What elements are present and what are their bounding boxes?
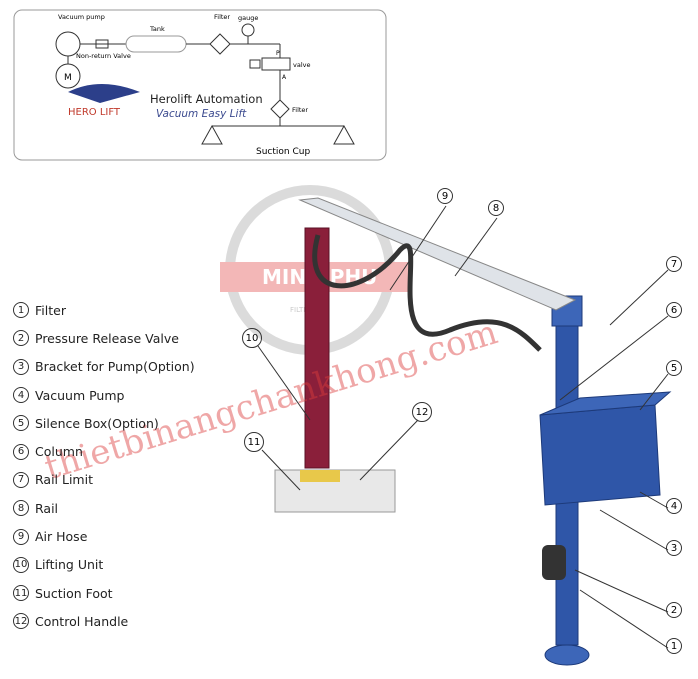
legend-item: 10 Lifting Unit	[13, 551, 195, 579]
valve-symbol	[261, 57, 291, 71]
legend: 1 Filter 2 Pressure Release Valve 3 Bracket…	[13, 296, 195, 636]
tagline: Vacuum Easy Lift	[156, 108, 247, 120]
callout-10: 10	[242, 328, 262, 348]
legend-number: 5	[13, 415, 29, 432]
label-suction-cup: Suction Cup	[256, 147, 310, 157]
callout-8: 8	[488, 200, 504, 216]
callout-2: 2	[666, 602, 682, 618]
legend-label: Silence Box(Option)	[35, 415, 159, 431]
legend-number: 10	[13, 556, 29, 573]
legend-number: 8	[13, 500, 29, 517]
callout-7: 7	[666, 256, 682, 272]
label-tank: Tank	[149, 25, 165, 33]
callout-9: 9	[437, 188, 453, 204]
callout-leaders	[257, 205, 669, 649]
company-name: Herolift Automation	[150, 92, 263, 106]
legend-item: 5 Silence Box(Option)	[13, 409, 195, 437]
legend-label: Rail Limit	[35, 472, 93, 488]
column-base	[544, 644, 590, 666]
legend-item: 3 Bracket for Pump(Option)	[13, 353, 195, 381]
legend-label: Air Hose	[35, 529, 88, 545]
silence-box	[539, 404, 661, 506]
label-filter-bottom: Filter	[292, 106, 308, 114]
rail	[298, 197, 577, 311]
legend-number: 7	[13, 471, 29, 488]
legend-item: 2 Pressure Release Valve	[13, 324, 195, 352]
label-non-return-valve: Non-return Valve	[76, 52, 131, 60]
legend-label: Column	[35, 444, 83, 460]
label-filter: Filter	[214, 13, 230, 21]
legend-number: 9	[13, 528, 29, 545]
brand-logo-text: HERO LIFT	[68, 107, 121, 118]
legend-label: Vacuum Pump	[35, 387, 125, 403]
label-motor: M	[64, 73, 72, 83]
callout-12: 12	[412, 402, 432, 422]
callout-4: 4	[666, 498, 682, 514]
legend-item: 4 Vacuum Pump	[13, 381, 195, 409]
legend-item: 12 Control Handle	[13, 607, 195, 635]
legend-item: 9 Air Hose	[13, 522, 195, 550]
legend-item: 11 Suction Foot	[13, 579, 195, 607]
legend-number: 3	[13, 358, 29, 375]
legend-number: 2	[13, 330, 29, 347]
legend-item: 7 Rail Limit	[13, 466, 195, 494]
schematic-panel: Vacuum pump Tank Filter gauge Non-return…	[13, 9, 387, 161]
legend-label: Pressure Release Valve	[35, 330, 179, 346]
callout-5: 5	[666, 360, 682, 376]
legend-label: Control Handle	[35, 613, 129, 629]
label-gauge: gauge	[238, 14, 258, 22]
legend-number: 6	[13, 443, 29, 460]
legend-label: Suction Foot	[35, 585, 113, 601]
label-valve: valve	[293, 61, 310, 69]
lifter-drawing	[274, 197, 672, 666]
label-vacuum-pump: Vacuum pump	[58, 13, 105, 21]
legend-label: Rail	[35, 500, 59, 516]
callout-3: 3	[666, 540, 682, 556]
legend-label: Lifting Unit	[35, 557, 104, 573]
herolift-logo	[68, 84, 140, 103]
legend-number: 11	[13, 585, 29, 602]
callout-11: 11	[244, 432, 264, 452]
filter-symbol	[209, 33, 231, 55]
legend-item: 6 Column	[13, 437, 195, 465]
label-port-p: P	[276, 50, 280, 57]
legend-number: 12	[13, 613, 29, 630]
legend-number: 1	[13, 302, 29, 319]
legend-item: 1 Filter	[13, 296, 195, 324]
callout-1: 1	[666, 638, 682, 654]
vacuum-pump	[542, 545, 566, 580]
label-port-a: A	[282, 74, 287, 81]
legend-label: Filter	[35, 302, 66, 318]
legend-label: Bracket for Pump(Option)	[35, 359, 195, 375]
air-hose	[312, 234, 542, 352]
legend-number: 4	[13, 387, 29, 404]
legend-item: 8 Rail	[13, 494, 195, 522]
callout-6: 6	[666, 302, 682, 318]
